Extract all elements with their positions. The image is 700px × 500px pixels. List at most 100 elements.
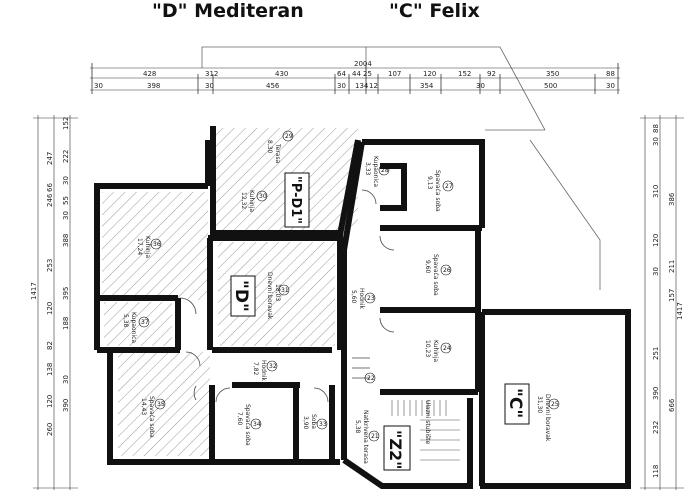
room-number: 28 [381, 167, 389, 174]
room-number: 27 [445, 183, 453, 190]
room-area: 3,33 [364, 162, 371, 176]
room-name: Kuhinja [432, 340, 439, 362]
left-dimension-chains [33, 115, 78, 490]
dim-left: 120 [46, 395, 54, 408]
room-area: 7,60 [236, 412, 243, 426]
right-dimension-labels: 1417 88 30 386 310 120 211 30 157 251 66… [652, 124, 684, 478]
room-area: 7,82 [252, 362, 259, 376]
room-number: 33 [319, 421, 327, 428]
dim-top: 456 [266, 82, 280, 90]
dim-top-total: 2004 [354, 60, 372, 68]
room-name: Kupaonica [372, 156, 379, 187]
dim-top: 354 [420, 82, 434, 90]
room-name: Natkrivena terasa [362, 410, 369, 464]
dim-top: 428 [143, 70, 156, 78]
room-number: 29 [285, 133, 293, 140]
room-number: 31 [281, 287, 289, 294]
unit-c-title: "C" Felix [389, 0, 480, 22]
dim-right: 120 [652, 234, 660, 247]
room-number: 30 [259, 193, 267, 200]
walls [94, 126, 631, 489]
dim-left: 82 [46, 341, 54, 350]
room-area: 9,13 [426, 176, 433, 190]
room-area: 5,38 [122, 314, 129, 328]
dim-right: 310 [652, 185, 660, 198]
dim-top: 25 [363, 70, 372, 78]
dim-left: 390 [62, 399, 70, 412]
room-number: 23 [367, 295, 375, 302]
dim-top: 107 [388, 70, 401, 78]
room-area: 12,32 [240, 192, 247, 209]
room-name: Spavaća soba [434, 170, 441, 212]
left-dimension-labels: 1417 152 247 222 30 246 55 66 30 253 388… [30, 117, 70, 436]
room-name: Hodnik [358, 288, 365, 309]
room-name: Ulazni stubište [424, 400, 431, 444]
unit-d-title: "D" Mediteran [152, 0, 304, 22]
room-labels: 29 Terasa 8,30 30 Kuhinja 12,32 36 Kuhin… [122, 130, 560, 464]
dim-left: 395 [62, 287, 70, 300]
dim-right: 30 [652, 137, 660, 146]
room-area: 5,60 [350, 290, 357, 304]
dim-top: 88 [606, 70, 615, 78]
dim-left: 188 [62, 317, 70, 330]
room-number: 35 [157, 401, 165, 408]
room-number: 32 [269, 363, 277, 370]
room-name: Dnevni boravak [266, 272, 273, 320]
dim-left: 260 [46, 423, 54, 436]
dim-left: 138 [46, 363, 54, 376]
top-dimension-chains [90, 63, 620, 94]
dim-left: 66 [46, 183, 54, 192]
room-name: Kupaonica [130, 312, 137, 343]
room-number: 21 [371, 433, 379, 440]
room-name: Dnevni boravak [544, 394, 551, 442]
unit-c-label: "C" [505, 388, 525, 418]
dim-top: 44 [352, 70, 361, 78]
dim-left: 120 [46, 302, 54, 315]
room-number: 37 [141, 319, 149, 326]
dim-right: 157 [668, 289, 676, 302]
room-area: 3,90 [302, 416, 309, 430]
dim-left: 30 [62, 176, 70, 185]
unit-d-label: "D" [231, 280, 251, 312]
dim-top: 500 [544, 82, 557, 90]
unit-labels: "P-D1" "D" "C" "Z2" [230, 172, 530, 471]
dim-top: 92 [487, 70, 496, 78]
room-name: Kuhinja [248, 190, 255, 212]
room-name: Spavaća soba [244, 404, 251, 446]
room-number: 26 [443, 267, 451, 274]
room-number: 36 [153, 241, 161, 248]
room-name: Terasa [274, 143, 281, 164]
room-area: 10,23 [424, 340, 431, 357]
dim-right: 251 [652, 347, 660, 360]
dim-top: 350 [546, 70, 559, 78]
dim-top: 30 [606, 82, 615, 90]
room-number: 24 [443, 345, 451, 352]
room-number: 25 [551, 401, 559, 408]
dim-left: 152 [62, 117, 70, 130]
room-area: 31,30 [536, 396, 543, 413]
top-dimension-labels: 2004 428 312 430 64 44 25 107 120 152 92… [94, 60, 615, 90]
dim-right: 386 [668, 192, 676, 206]
room-area: 17,24 [136, 238, 143, 255]
dim-top: 120 [423, 70, 436, 78]
room-area: 9,60 [424, 260, 431, 274]
dim-left: 30 [62, 375, 70, 384]
room-number: 22 [367, 375, 375, 382]
room-name: Kuhinja [144, 236, 151, 258]
dim-top: 12 [369, 82, 378, 90]
dim-top: 30 [337, 82, 346, 90]
dim-right: 118 [652, 465, 660, 478]
dim-right: 30 [652, 267, 660, 276]
room-area: 5,38 [354, 420, 361, 434]
dim-top: 152 [458, 70, 471, 78]
dim-left: 388 [62, 234, 70, 247]
dim-left: 247 [46, 152, 54, 165]
unit-pd1-label: "P-D1" [288, 176, 303, 224]
room-number: 34 [253, 421, 261, 428]
dim-top: 30 [94, 82, 103, 90]
room-name: Spavaća soba [432, 254, 439, 296]
right-dimension-chains [640, 115, 684, 490]
room-name: Spavaća soba [148, 396, 155, 438]
dim-right: 666 [668, 398, 676, 412]
